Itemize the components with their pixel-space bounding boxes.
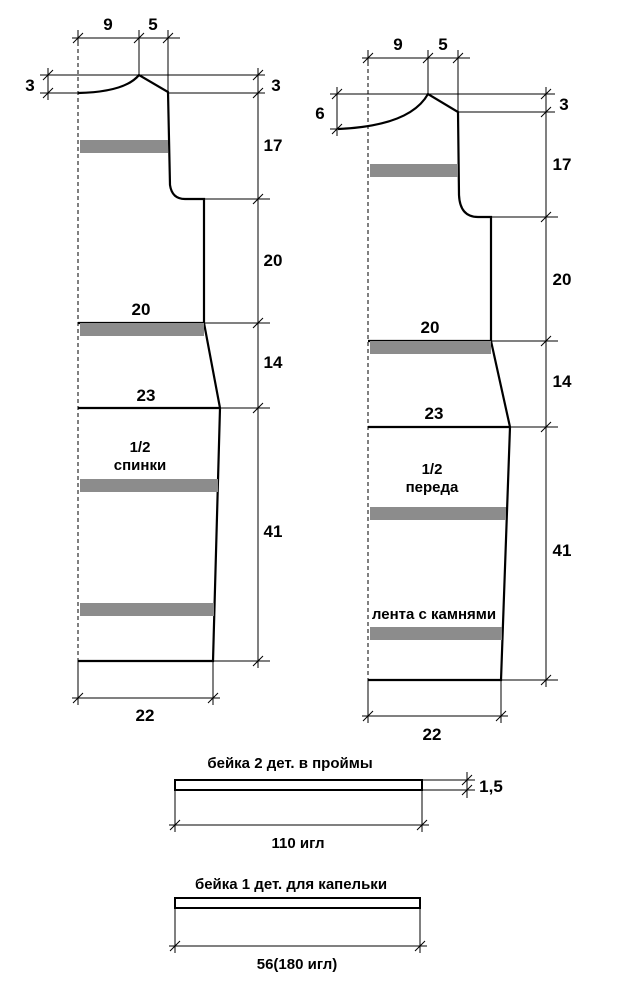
front-waist-section-height: 14	[553, 372, 572, 391]
binding-armhole-label: бейка 2 дет. в проймы	[207, 755, 372, 772]
front-hem-width: 22	[423, 725, 442, 744]
front-stripe-3	[370, 507, 506, 520]
front-waist-width: 23	[425, 404, 444, 423]
front-shoulder-width: 5	[438, 35, 447, 54]
front-neck-depth: 6	[315, 104, 324, 123]
back-title-fraction: 1/2	[130, 439, 151, 456]
front-title-name: переда	[406, 479, 459, 496]
binding-keyhole-length: 56(180 игл)	[257, 956, 338, 973]
back-shoulder-slope: 3	[271, 76, 280, 95]
back-stripe-3	[80, 479, 218, 492]
binding-armhole: бейка 2 дет. в проймы 1,5 110 игл	[169, 755, 503, 852]
back-piece: 9 5 3 3 17 20 14 41 20 23 1/2 спинки	[25, 15, 283, 725]
front-stripe-2	[370, 341, 491, 354]
back-upper-height: 20	[264, 251, 283, 270]
binding-armhole-strip	[174, 779, 423, 791]
front-armhole-height: 17	[553, 155, 572, 174]
back-neck-width: 9	[103, 15, 112, 34]
front-stripe-4	[370, 627, 502, 640]
front-title-fraction: 1/2	[422, 461, 443, 478]
binding-keyhole-strip	[174, 897, 421, 909]
back-stripe-4	[80, 603, 214, 616]
front-ribbon-label: лента с камнями	[372, 606, 496, 623]
back-hem-width: 22	[136, 706, 155, 725]
back-lower-height: 41	[264, 522, 283, 541]
binding-keyhole-label: бейка 1 дет. для капельки	[195, 876, 387, 893]
front-stripe-1	[370, 164, 458, 177]
back-title-name: спинки	[114, 457, 166, 474]
front-piece: 9 5 6 3 17 20 14 41 20 23 1/2 переда лен…	[315, 35, 572, 744]
back-waist-width: 23	[137, 386, 156, 405]
back-armhole-height: 17	[264, 136, 283, 155]
back-neck-depth: 3	[25, 76, 34, 95]
front-bust-width: 20	[421, 318, 440, 337]
back-outline	[77, 73, 222, 663]
front-lower-height: 41	[553, 541, 572, 560]
back-stripe-2	[80, 323, 204, 336]
binding-keyhole: бейка 1 дет. для капельки 56(180 игл)	[169, 876, 427, 973]
back-bust-width: 20	[132, 300, 151, 319]
front-outline	[337, 92, 512, 682]
front-upper-height: 20	[553, 270, 572, 289]
binding-armhole-length: 110 игл	[272, 835, 325, 852]
back-stripe-1	[80, 140, 168, 153]
front-neck-width: 9	[393, 35, 402, 54]
front-shoulder-slope: 3	[559, 95, 568, 114]
back-shoulder-width: 5	[148, 15, 157, 34]
binding-armhole-height: 1,5	[479, 777, 503, 796]
back-waist-section-height: 14	[264, 353, 283, 372]
